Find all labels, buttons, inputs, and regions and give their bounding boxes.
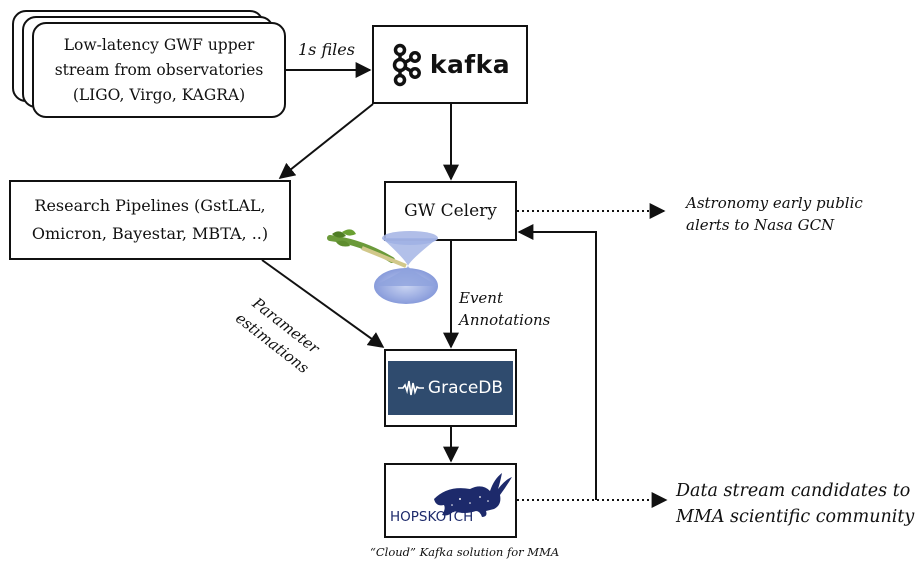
- cloud-kafka-caption: “Cloud” Kafka solution for MMA: [370, 545, 560, 559]
- data-stream-line-1: Data stream candidates to: [676, 481, 911, 501]
- gracedb-box: GraceDB: [384, 349, 517, 427]
- arrow-feedback-to-gwcelery: [517, 224, 597, 500]
- arrow-kafka-to-pipelines: [278, 103, 374, 179]
- event-annotations-line-1: Event: [459, 289, 503, 307]
- sources-box: Low-latency GWF upper stream from observ…: [32, 22, 286, 118]
- parameter-estimations-label: Parameter estimations: [231, 290, 327, 379]
- pipelines-line-1: Research Pipelines (GstLAL,: [34, 196, 266, 215]
- pipelines-box: Research Pipelines (GstLAL, Omicron, Bay…: [9, 180, 291, 260]
- sources-line-1: Low-latency GWF upper: [63, 35, 255, 54]
- kafka-logo-icon: [392, 43, 421, 86]
- hopskotch-label: HOPSKOTCH: [390, 509, 474, 525]
- sources-line-3: (LIGO, Virgo, KAGRA): [72, 85, 246, 104]
- edge-label-1s-files: 1s files: [298, 40, 355, 59]
- kafka-box: kafka: [372, 25, 528, 104]
- astronomy-line-2: alerts to Nasa GCN: [686, 216, 835, 234]
- waveform-icon: [397, 380, 424, 396]
- kafka-label: kafka: [429, 50, 511, 79]
- rabbit-icon: [434, 473, 512, 517]
- gracedb-logo: GraceDB: [388, 361, 513, 415]
- pipelines-line-2: Omicron, Bayestar, MBTA, ..): [31, 224, 269, 243]
- data-stream-label: Data stream candidates to MMA scientific…: [676, 478, 914, 530]
- celery-funnel-icon: [327, 229, 438, 304]
- data-stream-line-2: MMA scientific community: [676, 507, 915, 527]
- astronomy-line-1: Astronomy early public: [686, 194, 863, 212]
- astronomy-alerts-label: Astronomy early public alerts to Nasa GC…: [686, 192, 863, 236]
- gwcelery-box: GW Celery: [384, 181, 517, 241]
- hopskotch-box: HOPSKOTCH: [384, 463, 517, 538]
- gracedb-label: GraceDB: [427, 378, 504, 398]
- event-annotations-label: Event Annotations: [459, 287, 550, 331]
- sources-line-2: stream from observatories: [54, 60, 264, 79]
- gwcelery-label: GW Celery: [404, 201, 497, 221]
- event-annotations-line-2: Annotations: [459, 311, 551, 329]
